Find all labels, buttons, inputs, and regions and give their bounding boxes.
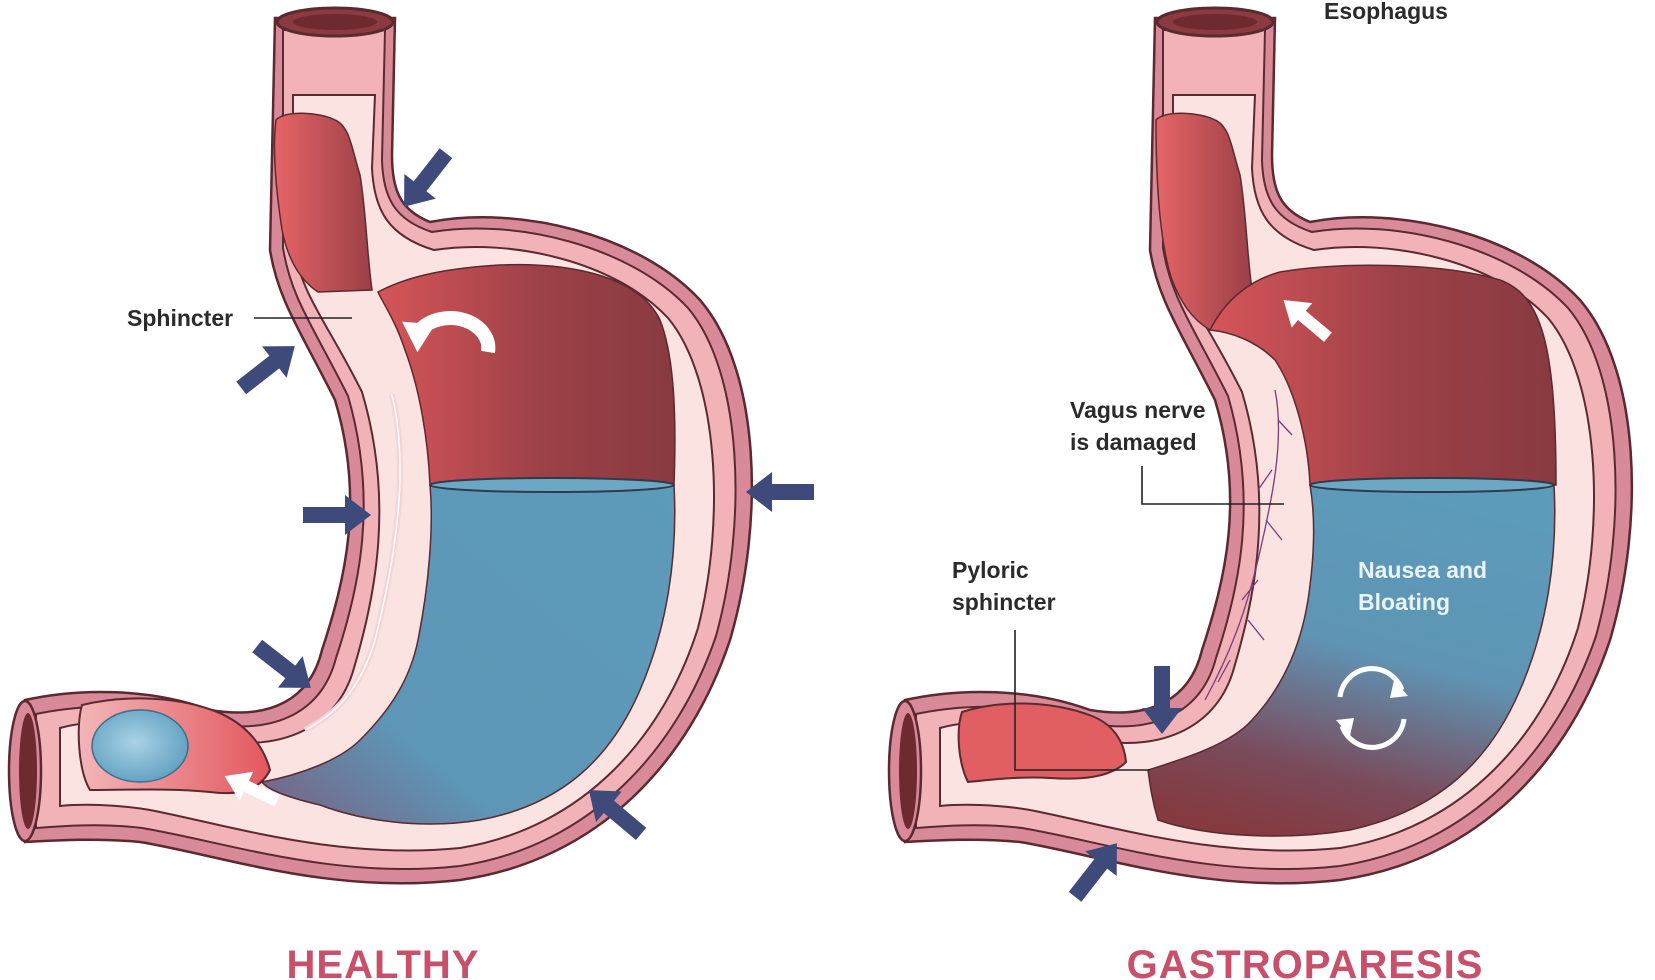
gastroparesis-stomach — [887, 6, 1634, 885]
sphincter-label: Sphincter — [127, 305, 233, 331]
pyloric-label-line1: Pyloric — [952, 557, 1029, 583]
healthy-stomach — [7, 6, 754, 885]
contraction-arrow-icon — [228, 330, 308, 404]
vagus-leader-line — [1141, 466, 1284, 505]
contraction-arrow-icon — [746, 472, 814, 512]
nausea-label-line2: Bloating — [1358, 589, 1450, 615]
healthy-caption: HEALTHY — [287, 943, 480, 980]
vagus-nerve — [1204, 389, 1293, 701]
nausea-label-line1: Nausea and — [1358, 557, 1487, 583]
vagus-label-line2: is damaged — [1070, 429, 1197, 455]
esophagus-label: Esophagus — [1324, 0, 1448, 24]
pyloric-leader-line — [1014, 630, 1150, 771]
pyloric-label-line2: sphincter — [952, 589, 1056, 615]
cycle-arrows-icon — [1336, 666, 1408, 750]
vagus-label-line1: Vagus nerve — [1070, 397, 1206, 423]
gastroparesis-caption: GASTROPARESIS — [1127, 943, 1484, 980]
rotate-arrow-icon — [402, 311, 496, 354]
